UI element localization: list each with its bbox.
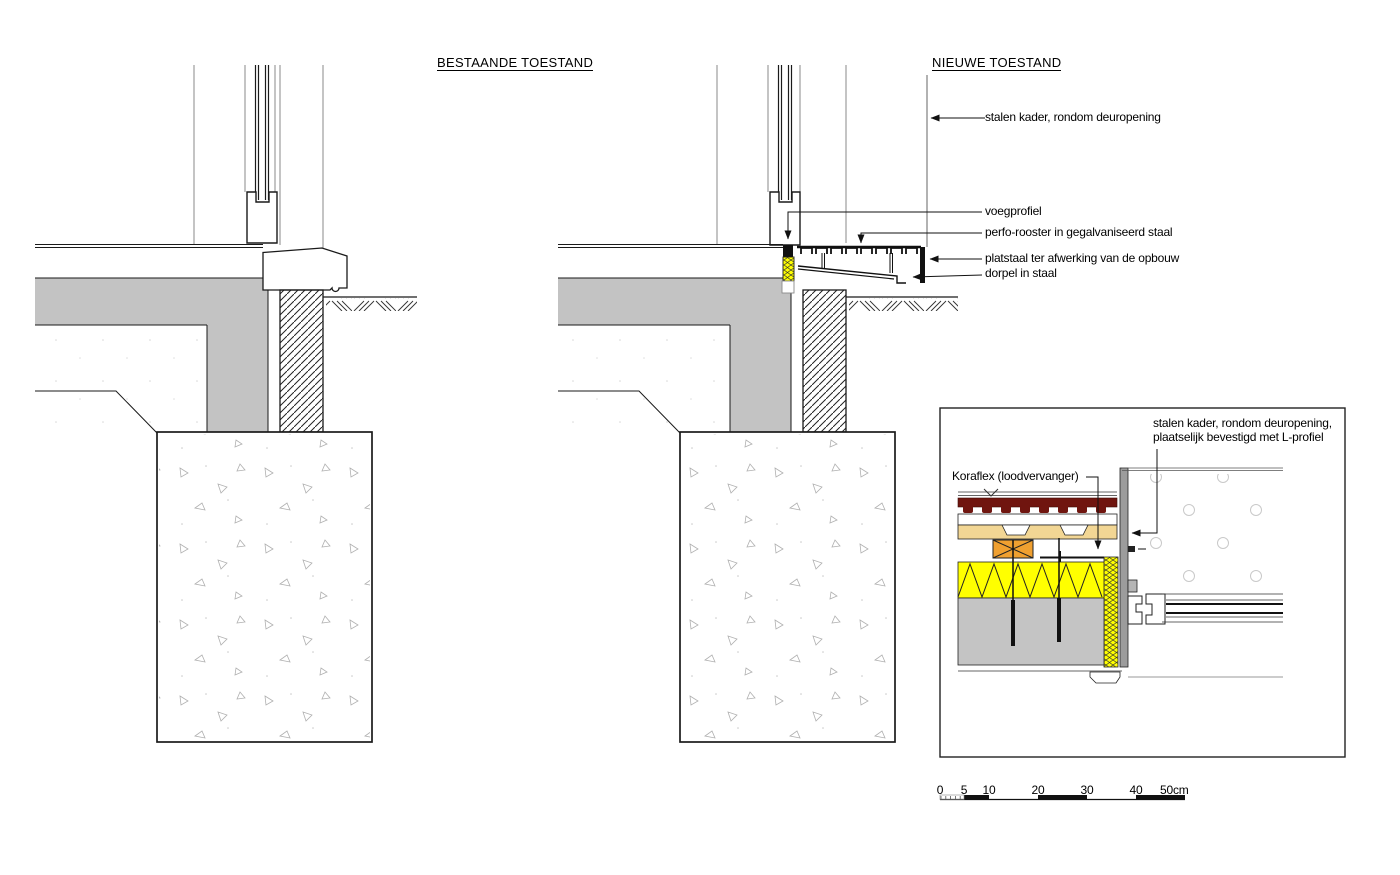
scale-tick-5: 5 (960, 783, 968, 797)
existing-section (35, 65, 417, 743)
roof-deck (957, 513, 1118, 526)
ceiling-lines (1122, 467, 1283, 471)
new-section (558, 65, 985, 743)
scale-tick-20: 20 (1031, 783, 1045, 797)
steel-plate (1119, 467, 1129, 668)
edge-bracket (1089, 671, 1121, 684)
inset-leaders (1086, 449, 1158, 550)
anchor-bolts (1011, 538, 1061, 646)
window-frame (769, 191, 801, 246)
label-flat-steel: platstaal ter afwerking van de opbouw (985, 251, 1180, 265)
scale-tick-50: 50cm (1160, 783, 1189, 797)
door-leaf (1162, 593, 1283, 623)
flat-steel-bar (920, 247, 925, 283)
window-frame (246, 191, 278, 244)
excavation-line (35, 390, 158, 434)
floor-slab (558, 244, 783, 248)
deck-rib (1059, 524, 1089, 536)
l-profile (1128, 546, 1135, 552)
threshold-sill (262, 247, 348, 293)
label-threshold: dorpel in staal (985, 266, 1057, 280)
inset-label-koraflex: Koraflex (loodvervanger) (952, 469, 1079, 483)
scale-tick-10: 10 (982, 783, 996, 797)
perfo-grating (797, 245, 921, 273)
foundation-texture (159, 434, 370, 740)
scale-tick-0: 0 (936, 783, 944, 797)
mortar-box (781, 280, 795, 294)
perforated-panel (1133, 474, 1283, 588)
existing-title: BESTAANDE TOESTAND (437, 55, 594, 71)
leader-perfo-grating (857, 232, 982, 244)
deck-rib (1001, 524, 1031, 536)
screed-layer (35, 278, 268, 325)
concrete-slab (957, 597, 1105, 666)
new-title: NIEUWE TOESTAND (932, 55, 1062, 71)
roof-edge-lines (958, 491, 1117, 496)
scale-tick-30: 30 (1080, 783, 1094, 797)
masonry-wall-hatched (279, 289, 324, 433)
scale-bar (939, 794, 1185, 801)
masonry-wall-hatched (802, 289, 847, 433)
steel-angle-line (1040, 551, 1104, 563)
floor-slab (35, 244, 263, 248)
excavation-line (558, 390, 681, 434)
detail-inset (939, 407, 1346, 758)
leader-koraflex (1086, 476, 1102, 550)
wall-sightlines (193, 65, 324, 248)
glazing-lines (254, 65, 270, 200)
door-frame-profile (1127, 595, 1143, 625)
inset-label-steel-frame-line1: stalen kader, rondom deuropening, (1153, 416, 1332, 430)
label-joint-profile: voegprofiel (985, 204, 1042, 218)
joint-profile-block (783, 245, 793, 257)
steel-threshold-profile (797, 265, 906, 284)
inset-label-steel-frame-line2: plaatselijk bevestigd met L-profiel (1153, 430, 1324, 444)
leader-joint-profile (784, 211, 982, 240)
leader-steel-frame-inset (1131, 449, 1158, 537)
door-frame-profile (1145, 593, 1166, 625)
foundation-texture (682, 434, 893, 740)
ground-hatch (326, 298, 417, 311)
screed-layer (558, 278, 791, 325)
inner-wall (207, 325, 268, 432)
glazing-lines (777, 65, 793, 200)
scale-tick-40: 40 (1129, 783, 1143, 797)
label-perfo-grating: perfo-rooster in gegalvaniseerd staal (985, 225, 1173, 239)
wall-sightlines (716, 65, 847, 245)
timber-layer (957, 524, 1118, 540)
annotation-leaders (784, 114, 985, 281)
v-mark (983, 488, 999, 497)
inner-wall (730, 325, 791, 432)
label-steel-frame: stalen kader, rondom deuropening (985, 110, 1161, 124)
ground-hatch (849, 298, 958, 311)
leader-threshold (912, 273, 983, 281)
